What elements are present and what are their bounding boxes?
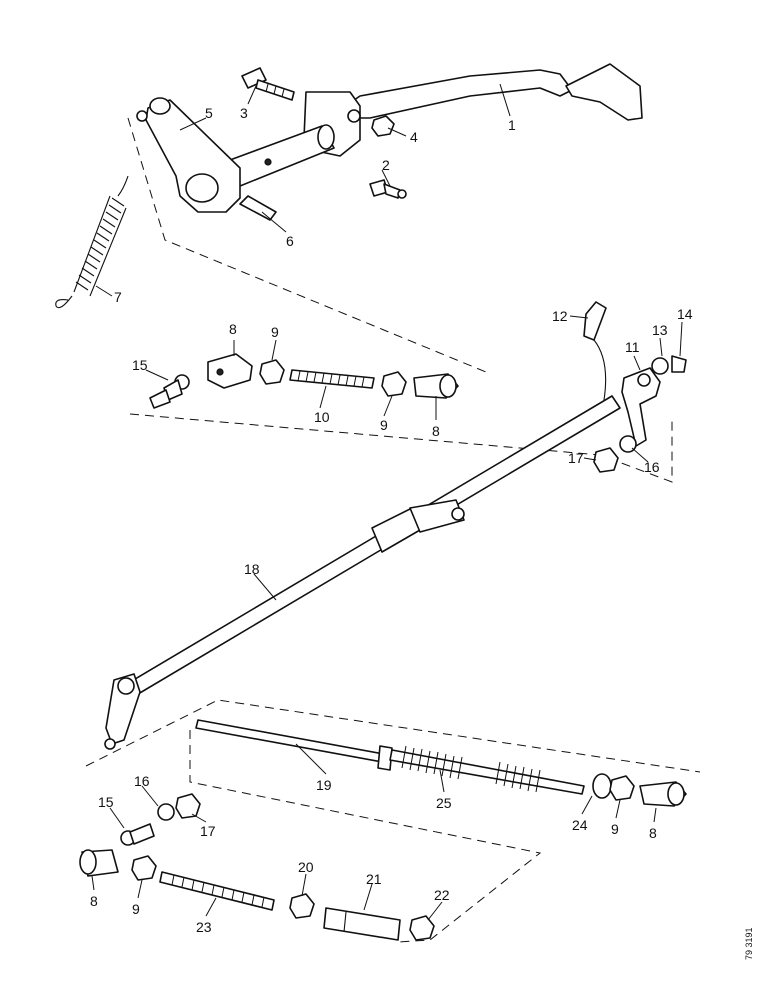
- group-outline-rod: [85, 699, 701, 943]
- washer-24: [592, 773, 612, 799]
- callout-8c: 8: [649, 825, 657, 841]
- cross-shaft-18: [104, 395, 621, 750]
- ball-stud-15b: [120, 823, 155, 846]
- pin-6: [239, 195, 277, 221]
- callout-13: 13: [652, 322, 668, 338]
- brake-pedal: [303, 63, 643, 157]
- clip-14: [671, 355, 687, 373]
- callout-1: 1: [508, 117, 516, 133]
- clevis-pin-8b: [413, 373, 459, 399]
- bolt-3: [241, 67, 295, 101]
- turnbuckle-21: [323, 907, 401, 941]
- callout-25: 25: [436, 795, 452, 811]
- callout-9b: 9: [380, 417, 388, 433]
- callout-18: 18: [244, 561, 260, 577]
- callout-7: 7: [114, 289, 122, 305]
- nut-9d: [131, 855, 157, 881]
- callout-6: 6: [286, 233, 294, 249]
- rod-19: [195, 719, 585, 795]
- grease-nipple-2: [369, 179, 407, 199]
- callout-16a: 16: [644, 459, 660, 475]
- nut-9b: [381, 371, 407, 397]
- leader-lines: [91, 83, 683, 921]
- group-outline-pedal: [127, 117, 673, 483]
- callout-24: 24: [572, 817, 588, 833]
- ball-stud-15a: [149, 374, 190, 409]
- callout-19: 19: [316, 777, 332, 793]
- nut-9a: [259, 359, 285, 385]
- callout-12: 12: [552, 308, 568, 324]
- callout-17b: 17: [200, 823, 216, 839]
- nut-9c: [609, 775, 635, 801]
- nut-17a: [593, 447, 619, 473]
- pin-12: [583, 301, 607, 401]
- clevis-8a: [207, 353, 253, 389]
- return-spring-7: [55, 175, 129, 309]
- callout-9c: 9: [611, 821, 619, 837]
- callout-8b: 8: [432, 423, 440, 439]
- callout-22: 22: [434, 887, 450, 903]
- pedal-shaft: [229, 124, 335, 187]
- pedal-lever: [136, 97, 241, 213]
- figure-code: 79 3191: [744, 927, 754, 960]
- callout-5: 5: [205, 105, 213, 121]
- callout-21: 21: [366, 871, 382, 887]
- callout-9d: 9: [132, 901, 140, 917]
- callout-14: 14: [677, 306, 693, 322]
- callout-10: 10: [314, 409, 330, 425]
- callout-8d: 8: [90, 893, 98, 909]
- washer-13: [651, 357, 669, 375]
- callout-23: 23: [196, 919, 212, 935]
- lever-11: [621, 367, 661, 447]
- callout-2: 2: [382, 157, 390, 173]
- spring-25: [401, 745, 541, 793]
- nut-4: [371, 115, 395, 137]
- washer-16b: [157, 803, 175, 821]
- callout-16b: 16: [134, 773, 150, 789]
- nut-20: [289, 893, 315, 919]
- callout-15a: 15: [132, 357, 148, 373]
- clevis-pin-8d: [79, 849, 119, 877]
- callout-3: 3: [240, 105, 248, 121]
- callout-17a: 17: [568, 450, 584, 466]
- callout-9a: 9: [271, 324, 279, 340]
- nut-17b: [175, 793, 201, 819]
- threaded-rod-23: [159, 871, 275, 911]
- callout-11: 11: [625, 339, 640, 355]
- callout-20: 20: [298, 859, 314, 875]
- callout-15b: 15: [98, 794, 114, 810]
- callout-8a: 8: [229, 321, 237, 337]
- threaded-rod-10: [289, 369, 375, 389]
- clevis-pin-8c: [639, 781, 687, 807]
- nut-22: [409, 915, 435, 941]
- callout-4: 4: [410, 129, 418, 145]
